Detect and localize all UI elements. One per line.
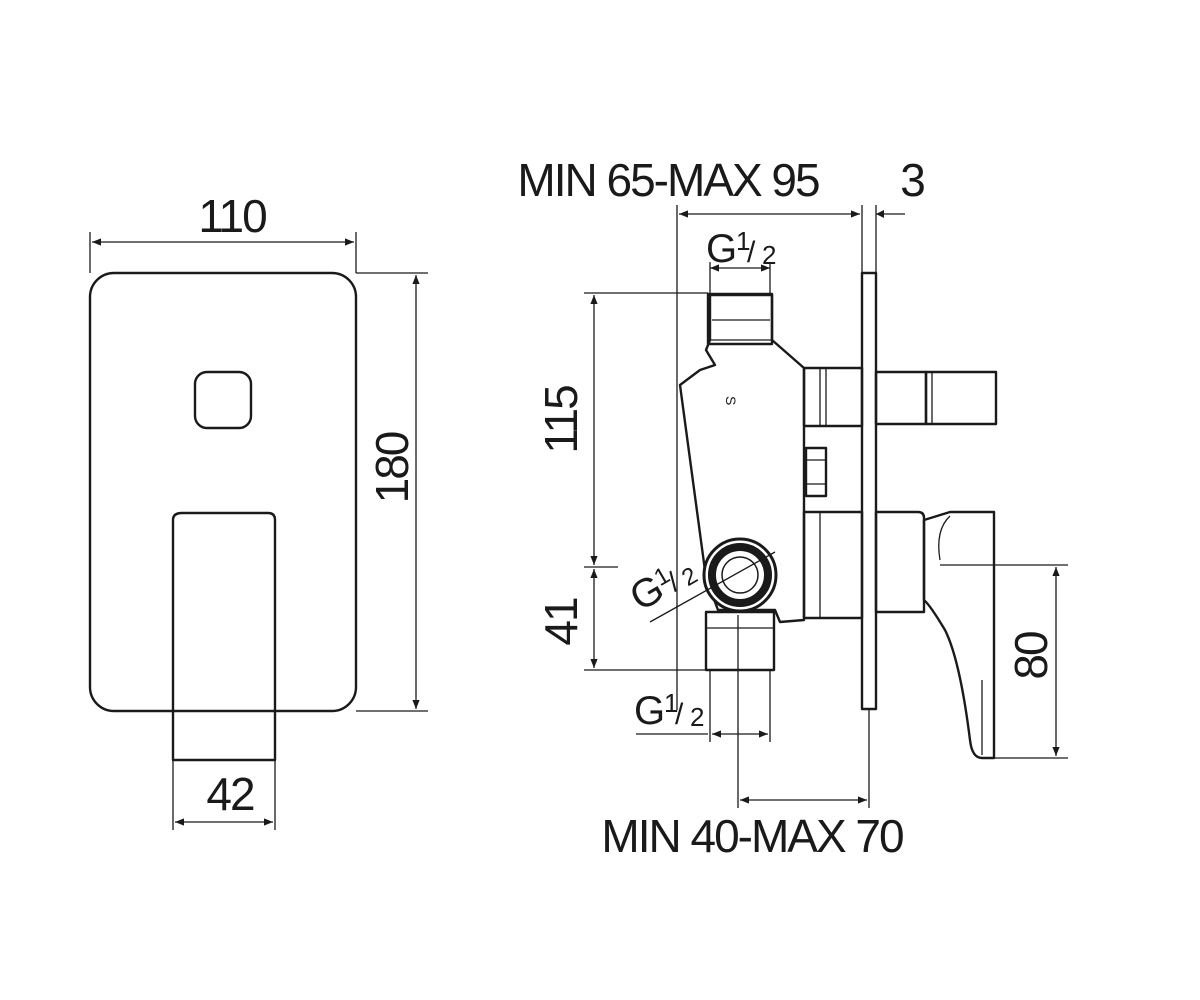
front-view: 110 180 42 <box>88 190 428 830</box>
bottom-thread-sub: 2 <box>690 702 704 732</box>
height-upper-label: 115 <box>535 386 587 454</box>
dimension-depth-bottom: MIN 40-MAX 70 <box>601 615 905 862</box>
dimension-width: 110 <box>89 190 357 273</box>
top-inlet <box>706 292 774 346</box>
valve-body <box>678 293 806 624</box>
dimension-height-lower: 41 <box>535 569 706 671</box>
diverter-knob <box>924 370 998 426</box>
middle-connector <box>804 446 828 498</box>
bottom-thread-main: G <box>634 689 663 733</box>
top-thread-main: G <box>706 227 735 271</box>
diverter-button <box>193 370 253 430</box>
cover-plate <box>88 271 358 713</box>
top-thread-sup: 1 <box>736 226 750 256</box>
dimension-height-upper: 115 <box>535 292 708 568</box>
body-mark: S <box>723 396 739 405</box>
dimension-height: 180 <box>356 272 428 712</box>
dimension-top-thread: G 1 / 2 <box>706 226 776 294</box>
diverter-stem <box>874 370 928 426</box>
dimension-plate-thickness: 3 <box>861 154 926 273</box>
side-view: S MIN <box>517 154 1068 862</box>
dimension-side-thread: G 1 / 2 <box>623 562 703 620</box>
diverter-cartridge <box>802 366 864 428</box>
handle-height-label: 80 <box>1005 632 1057 680</box>
depth-range-bottom-label: MIN 40-MAX 70 <box>601 810 903 862</box>
plate-thickness-label: 3 <box>900 154 924 206</box>
side-lever <box>922 510 996 760</box>
top-thread-slash: / <box>747 236 756 269</box>
wall-plate <box>860 271 878 711</box>
mixer-cartridge <box>802 510 864 620</box>
height-lower-label: 41 <box>535 598 587 646</box>
side-inlet-inner <box>721 556 759 594</box>
dimension-lever-width: 42 <box>172 760 276 830</box>
width-label: 110 <box>198 190 266 242</box>
side-inlet-ring <box>708 543 772 607</box>
top-thread-sub: 2 <box>762 240 776 270</box>
handle-base <box>874 510 926 614</box>
front-lever <box>171 511 277 762</box>
depth-range-top-label: MIN 65-MAX 95 <box>517 154 819 206</box>
side-thread-sub: 2 <box>677 562 702 592</box>
lever-width-label: 42 <box>206 768 254 820</box>
dimension-handle-height: 80 <box>940 564 1068 759</box>
height-label: 180 <box>366 432 418 503</box>
dimension-depth-top: MIN 65-MAX 95 <box>517 154 860 710</box>
dimension-bottom-thread: G 1 / 2 <box>634 670 771 742</box>
bottom-outlet <box>704 610 776 672</box>
bottom-thread-slash: / <box>675 698 684 731</box>
bottom-thread-sup: 1 <box>664 688 678 718</box>
